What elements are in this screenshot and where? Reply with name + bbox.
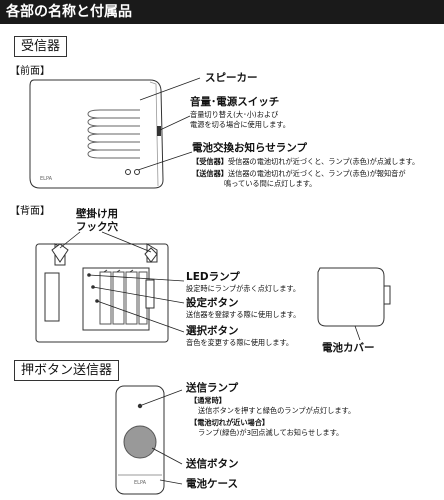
select-button-label: 選択ボタン [186,325,239,337]
transmit-lamp-tag2: 【電池切れが近い場合】 [190,418,270,427]
battery-lamp-line2: 【送信器】送信器の電池切れが近づくと、ランプ(赤色)が報知音が [192,169,406,178]
transmit-button-label: 送信ボタン [186,458,239,470]
battery-lamp-line1: 【受信器】受信器の電池切れが近づくと、ランプ(赤色)が点滅します。 [192,157,420,166]
transmit-lamp-desc1: 送信ボタンを押すと緑色のランプが点灯します。 [198,406,356,415]
transmitter-section-title: 押ボタン送信器 [14,360,120,381]
transmit-lamp-dot [137,403,143,409]
hook-label-1: 壁掛け用 [76,208,118,220]
switch-label: 音量･電源スイッチ [190,96,280,108]
header-bar [0,0,444,24]
speaker-grille [87,109,140,159]
battery-lamp-line3: 鳴っている間に点灯します。 [224,179,317,188]
battery-case-label: 電池ケース [186,478,238,490]
receiver-back-body [35,243,169,343]
setting-button-label: 設定ボタン [186,297,239,309]
switch-desc-1: 音量切り替え(大･小)および [190,110,279,119]
switch-desc-2: 電源を切る場合に使用します。 [190,120,290,129]
led-lamp-label: LEDランプ [186,271,240,283]
receiver-section-title: 受信器 [14,36,68,57]
hook-label-2: フック穴 [76,221,118,233]
receiver-lamp-1 [125,169,131,175]
speaker-label: スピーカー [205,72,258,84]
setting-button-desc: 送信器を登録する際に使用します。 [186,310,301,319]
receiver-front-body [29,79,164,189]
battery-lamp-label: 電池交換お知らせランプ [192,142,307,154]
battery-cover-label: 電池カバー [322,342,375,354]
transmitter-body [115,385,165,495]
receiver-lamp-2 [134,169,140,175]
led-lamp-desc: 設定時にランプが赤く点灯します。 [186,284,301,293]
front-label: 【前面】 [10,66,50,77]
transmit-lamp-label: 送信ランプ [186,382,239,394]
transmit-lamp-tag1: 【通常時】 [190,396,226,405]
receiver-brand: ELPA [40,176,53,182]
battery-cover-drawing [317,267,391,327]
transmitter-brand: ELPA [134,480,147,486]
transmit-lamp-desc2: ランプ(緑色)が3回点滅してお知らせします。 [198,428,344,437]
select-button-desc: 音色を変更する際に使用します。 [186,338,294,347]
volume-switch [157,126,161,136]
transmit-button-circle [123,425,157,459]
page-title: 各部の名称と付属品 [6,4,132,20]
back-label: 【背面】 [10,206,50,217]
